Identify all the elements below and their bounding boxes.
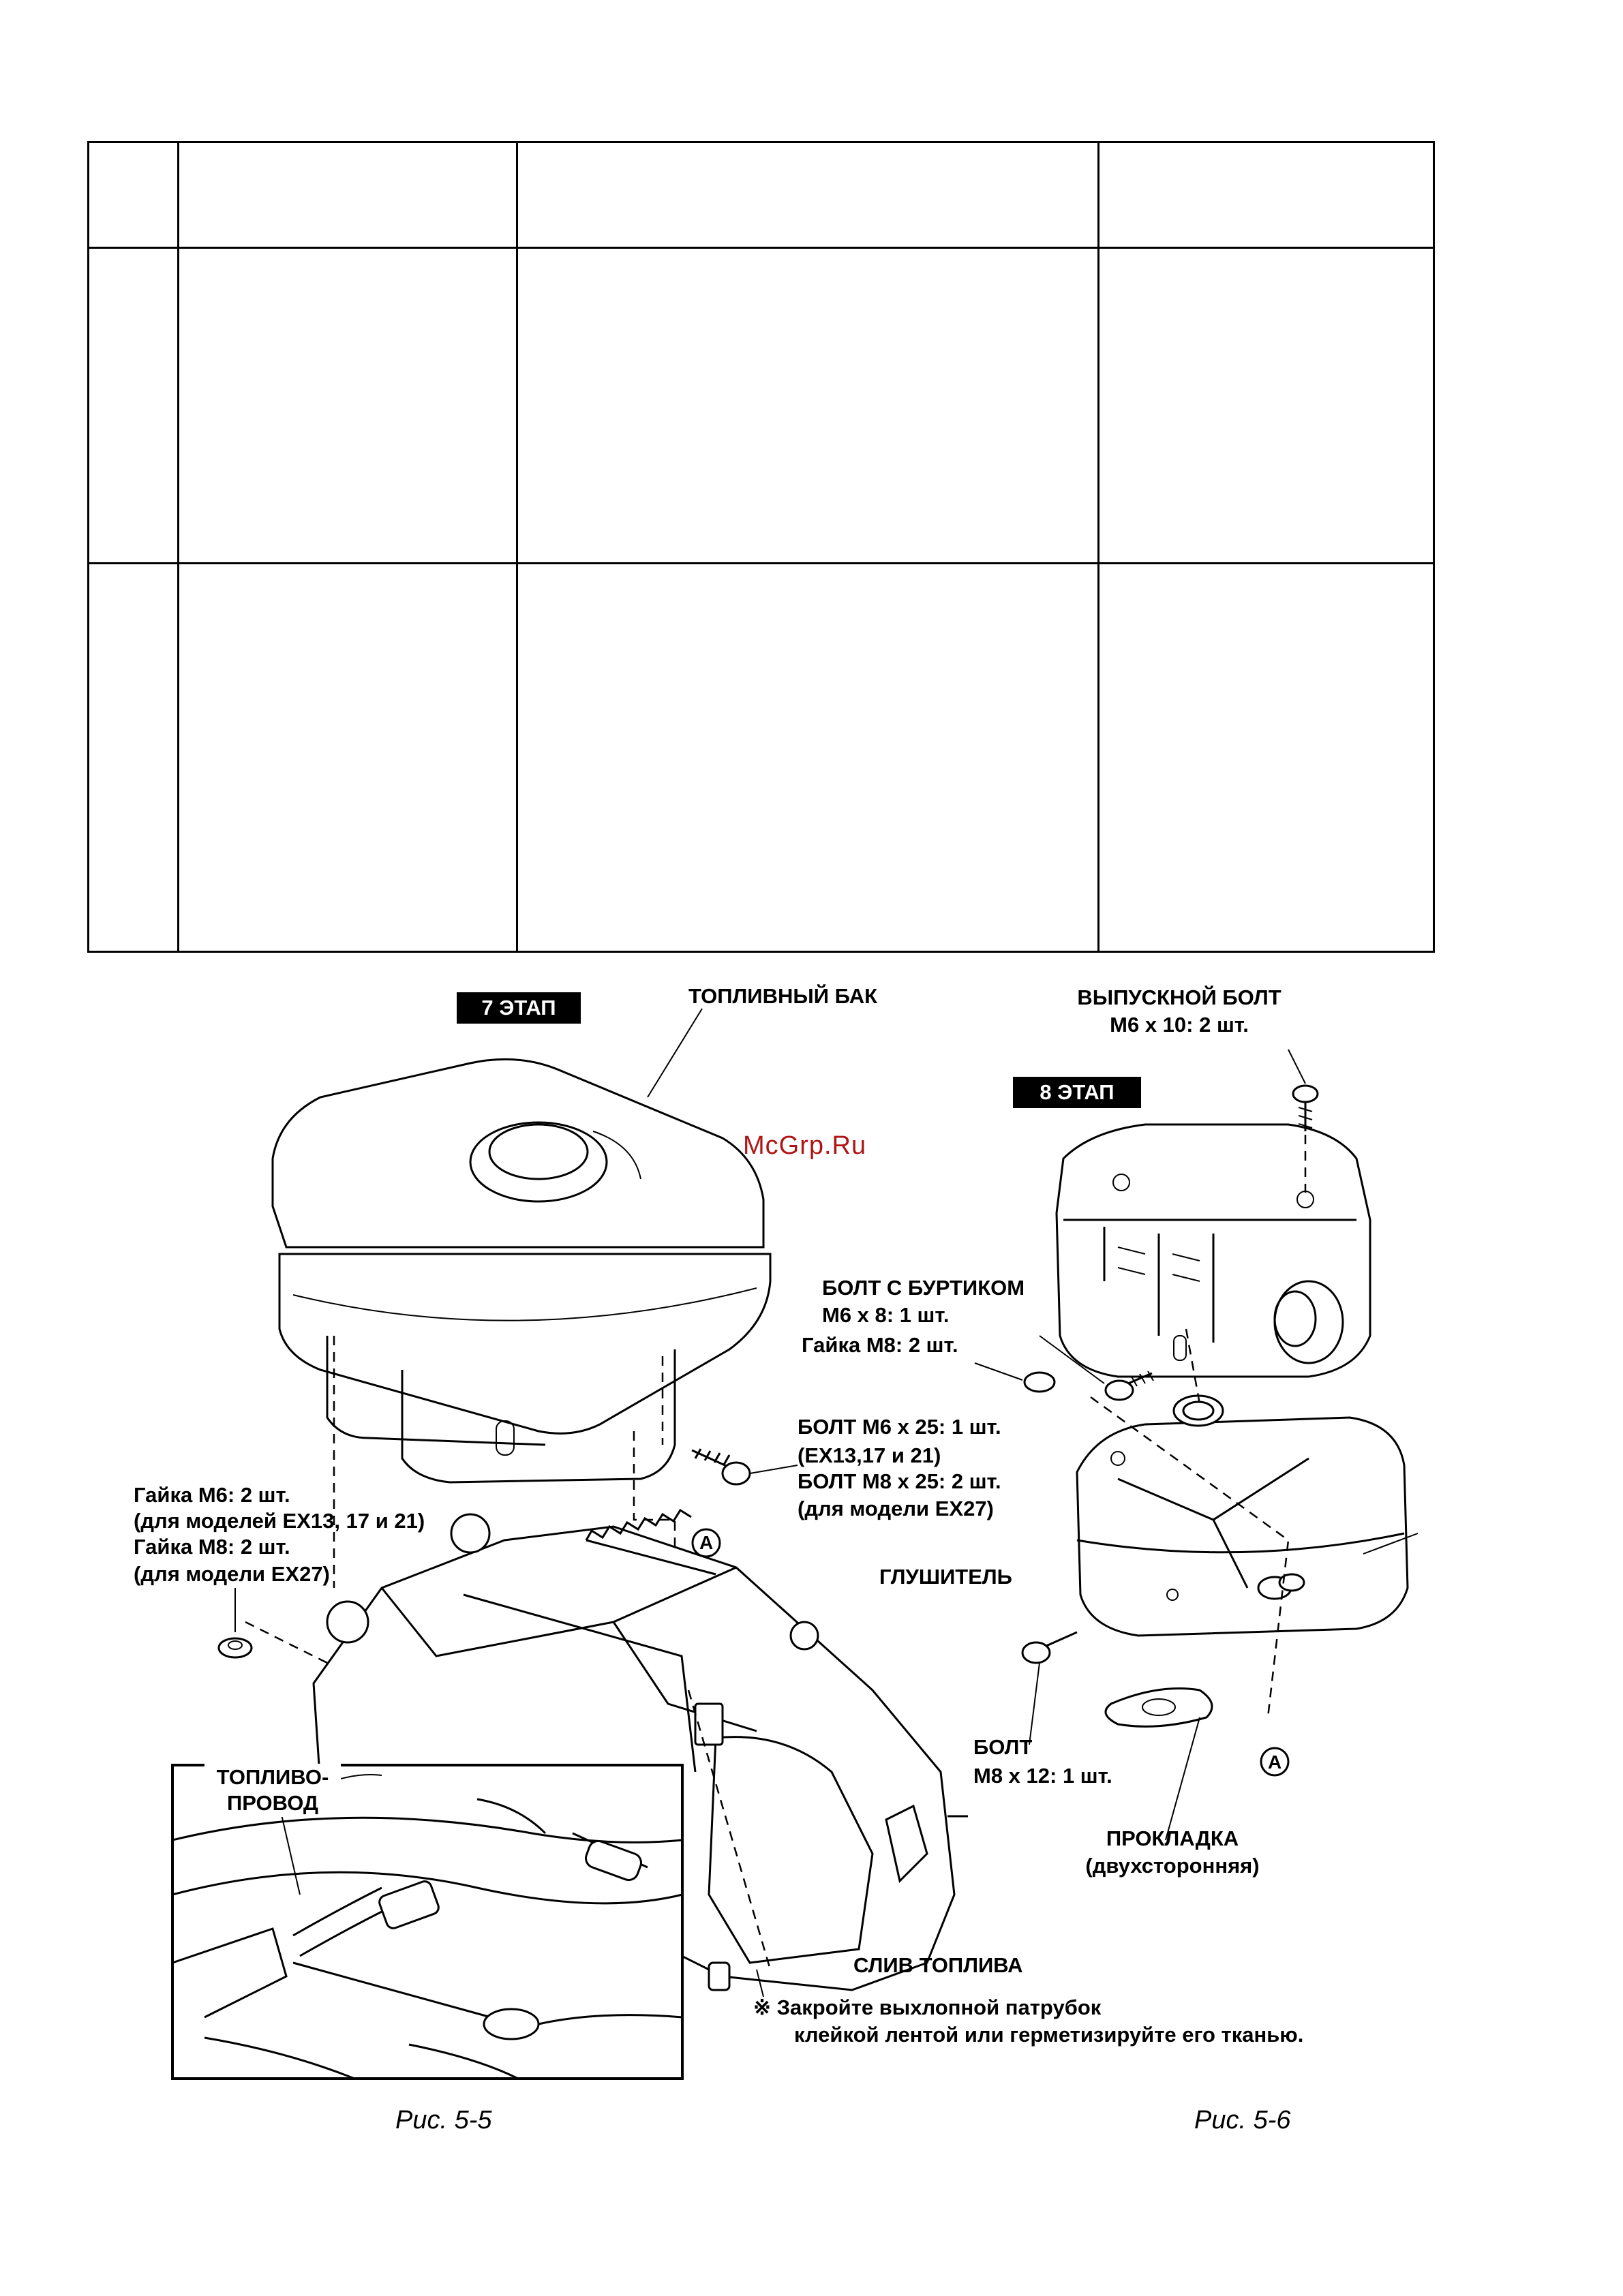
nut-m8-models: (для модели EX27) (134, 1562, 330, 1586)
marker-a-circle-right (1260, 1747, 1290, 1777)
blank-table (87, 141, 1435, 953)
nut-m6-drawing (217, 1588, 328, 1664)
note-line-2: клейкой лентой или герметизируйте его тк… (794, 2023, 1304, 2047)
bolt-m8x12-drawing (1021, 1631, 1078, 1745)
nut-m8-label: Гайка M8: 2 шт. (134, 1535, 290, 1559)
flange-bolt-size: M6 x 8: 1 шт. (822, 1303, 950, 1327)
note-line-1: ※ Закройте выхлопной патрубок (753, 1995, 1102, 2019)
muffler-cover-drawing (1055, 1123, 1371, 1378)
nut-m6-label: Гайка M6: 2 шт. (134, 1483, 290, 1507)
table-row (87, 141, 1435, 249)
marker-a-right-label: A (1268, 1751, 1282, 1773)
fuel-line-label-1: ТОПЛИВО- (204, 1764, 341, 1791)
exhaust-bolt-label: ВЫПУСКНОЙ БОЛТ (1077, 985, 1281, 1009)
marker-a-label: A (699, 1532, 714, 1553)
bolt-m8x25-label: БОЛТ M8 x 25: 2 шт. (798, 1469, 1001, 1493)
flange-bolt-label: БОЛТ С БУРТИКОМ (822, 1276, 1025, 1300)
gasket-label: ПРОКЛАДКА (1106, 1826, 1239, 1850)
table-row (87, 247, 1435, 564)
fuel-tank-drawing (271, 1008, 772, 1588)
engine-drawing (312, 1508, 968, 1991)
nut-m6-models: (для моделей EX13, 17 и 21) (134, 1509, 425, 1533)
watermark: McGrp.Ru (743, 1131, 867, 1160)
nut-m8-right-label: Гайка M8: 2 шт. (802, 1333, 958, 1357)
muffler-label: ГЛУШИТЕЛЬ (879, 1565, 1012, 1589)
fuel-tank-label: ТОПЛИВНЫЙ БАК (688, 984, 878, 1008)
step-8-badge: 8 ЭТАП (1013, 1077, 1141, 1108)
muffler-drawing (1076, 1328, 1419, 1718)
figure-caption-5-6: Рис. 5-6 (1194, 2106, 1291, 2134)
exhaust-bolt-drawing (1288, 1049, 1319, 1193)
marker-a-circle (691, 1528, 721, 1558)
gasket-drawing (1104, 1687, 1213, 1841)
figure-caption-5-5: Рис. 5-5 (395, 2106, 492, 2134)
flange-bolt-drawing (974, 1335, 1154, 1401)
bolt-m6x25-drawing (691, 1448, 798, 1486)
bolt-m8x12-size: M8 x 12: 1 шт. (973, 1764, 1112, 1788)
bolt-m8x12-label: БОЛТ (973, 1735, 1033, 1759)
fuel-line-inset (171, 1764, 684, 2080)
gasket-note: (двухсторонняя) (1085, 1854, 1260, 1878)
bolt-m6x25-label: БОЛТ M6 x 25: 1 шт. (798, 1415, 1001, 1439)
fuel-drain-label: СЛИВ ТОПЛИВА (853, 1953, 1023, 1977)
step-7-badge: 7 ЭТАП (457, 992, 581, 1024)
exhaust-bolt-size: M6 x 10: 2 шт. (1110, 1013, 1249, 1037)
bolt-m6x25-models: (EX13,17 и 21) (798, 1443, 941, 1467)
bolt-m8x25-models: (для модели EX27) (798, 1497, 994, 1520)
note-leader (756, 1969, 764, 1997)
table-row (87, 562, 1435, 953)
fuel-line-label-2: ПРОВОД (204, 1790, 341, 1817)
